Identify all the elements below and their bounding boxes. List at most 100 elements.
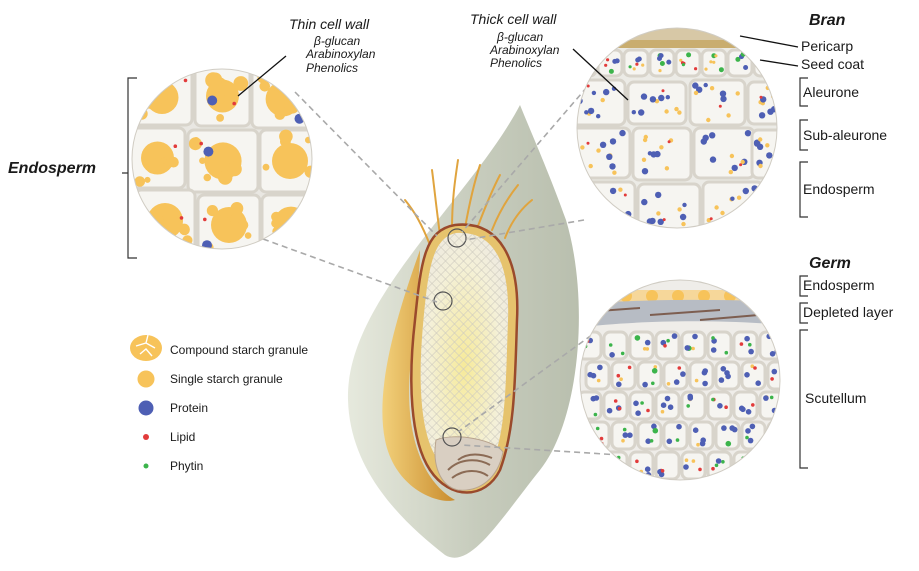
- bran-inclusion: [694, 91, 698, 95]
- lipid-icon: [143, 434, 149, 440]
- single-starch-granule: [218, 170, 232, 184]
- bran-inclusion: [674, 107, 678, 111]
- aleurone-inclusion: [719, 67, 724, 72]
- scutellum-inclusion: [674, 379, 680, 385]
- scutellum-inclusion: [698, 468, 702, 472]
- starch-granule: [750, 290, 762, 302]
- lipid-droplet: [719, 105, 722, 108]
- aleurone-inclusion: [712, 61, 715, 64]
- bran-inclusion: [656, 211, 660, 215]
- bran-inclusion: [603, 89, 609, 95]
- bran-inclusion: [600, 142, 606, 148]
- aleurone-inclusion: [635, 63, 638, 66]
- scutellum-inclusion: [616, 382, 622, 388]
- bran-inclusion: [729, 224, 733, 228]
- single-starch-granule: [144, 90, 155, 101]
- protein-body: [162, 239, 172, 249]
- protein-body: [203, 147, 213, 157]
- scutellum-inclusion: [745, 436, 749, 440]
- bran-inclusion: [682, 203, 686, 207]
- scutellum-inclusion: [623, 432, 629, 438]
- scutellum-inclusion: [745, 460, 751, 466]
- scutellum-inclusion: [755, 380, 761, 386]
- single-starch-granule: [204, 174, 212, 182]
- bran-inclusion: [641, 199, 647, 205]
- legend-item-single-starch: Single starch granule: [138, 371, 284, 388]
- scutellum-inclusion: [685, 345, 691, 351]
- aleurone-inclusion: [575, 59, 580, 64]
- scutellum-inclusion: [661, 402, 667, 408]
- legend-item-phytin: Phytin: [144, 459, 204, 473]
- scutellum-inclusion: [749, 467, 753, 471]
- scutellum-inclusion: [595, 464, 599, 468]
- bran-cell: [694, 128, 754, 178]
- bran-inclusion: [706, 118, 710, 122]
- aleurone-inclusion: [761, 61, 764, 64]
- bran-cell: [638, 184, 700, 232]
- bran-inclusion: [610, 138, 616, 144]
- scutellum-inclusion: [721, 425, 727, 431]
- scutellum-inclusion: [585, 466, 589, 470]
- scutellum-inclusion: [751, 403, 755, 407]
- bran-inclusion: [606, 154, 612, 160]
- bran-inclusion: [680, 214, 686, 220]
- scutellum-inclusion: [621, 439, 625, 443]
- scutellum-inclusion: [635, 460, 639, 464]
- scutellum-inclusion: [775, 343, 779, 347]
- starch-granule: [594, 290, 606, 302]
- scutellum-inclusion: [678, 366, 682, 370]
- scutellum-inclusion: [596, 427, 600, 431]
- bran-inclusion: [644, 135, 648, 139]
- aleurone-inclusion: [658, 69, 661, 72]
- scutellum-cell: [734, 332, 757, 359]
- bran-inclusion: [666, 95, 670, 99]
- single-starch-granule: [271, 219, 280, 228]
- bran-inclusion: [720, 96, 726, 102]
- bran-inclusion: [589, 164, 593, 168]
- single-starch-granule: [216, 114, 224, 122]
- scutellum-inclusion: [645, 340, 651, 346]
- scutellum-inclusion: [597, 365, 603, 371]
- scutellum-inclusion: [725, 351, 729, 355]
- scutellum-inclusion: [762, 455, 766, 459]
- scutellum-inclusion: [686, 404, 690, 408]
- scutellum-cell: [612, 362, 635, 389]
- scutellum-inclusion: [642, 382, 648, 388]
- scutellum-inclusion: [729, 425, 735, 431]
- legend-label-phytin: Phytin: [170, 459, 203, 473]
- bran-inclusion: [609, 220, 613, 224]
- legend-label-compound-starch: Compound starch granule: [170, 343, 308, 357]
- germ-layer-depleted: Depleted layer: [803, 304, 894, 320]
- single-starch-granule: [163, 214, 170, 221]
- aleurone-inclusion: [604, 64, 607, 67]
- scutellum-inclusion: [700, 441, 706, 447]
- lipid-droplet: [300, 109, 304, 113]
- scutellum-inclusion: [740, 342, 744, 346]
- scutellum-inclusion: [741, 466, 747, 472]
- single-starch-granule: [275, 109, 286, 120]
- bran-inclusion: [649, 218, 655, 224]
- scutellum-inclusion: [711, 467, 715, 471]
- bran-inclusion: [677, 110, 681, 114]
- aleurone-inclusion: [641, 64, 644, 67]
- scutellum-inclusion: [672, 333, 678, 339]
- scutellum-cell: [638, 422, 661, 449]
- scutellum-inclusion: [772, 369, 778, 375]
- legend: Compound starch granule Single starch gr…: [130, 335, 308, 473]
- single-starch-granule: [146, 147, 154, 155]
- bran-inclusion: [709, 132, 715, 138]
- aleurone-cell: [728, 50, 752, 76]
- bran-wall-title: Thick cell wall: [470, 11, 557, 27]
- single-starch-granule: [137, 221, 147, 231]
- scutellum-inclusion: [726, 441, 732, 447]
- lipid-droplet: [624, 194, 627, 197]
- single-starch-icon: [138, 371, 155, 388]
- scutellum-cell: [638, 362, 661, 389]
- bran-inclusion: [759, 112, 765, 118]
- bran-inclusion: [588, 108, 594, 114]
- scutellum-inclusion: [695, 379, 699, 383]
- scutellum-inclusion: [745, 428, 751, 434]
- single-starch-granule: [279, 130, 293, 144]
- single-starch-granule: [179, 225, 190, 236]
- single-starch-granule: [231, 202, 244, 215]
